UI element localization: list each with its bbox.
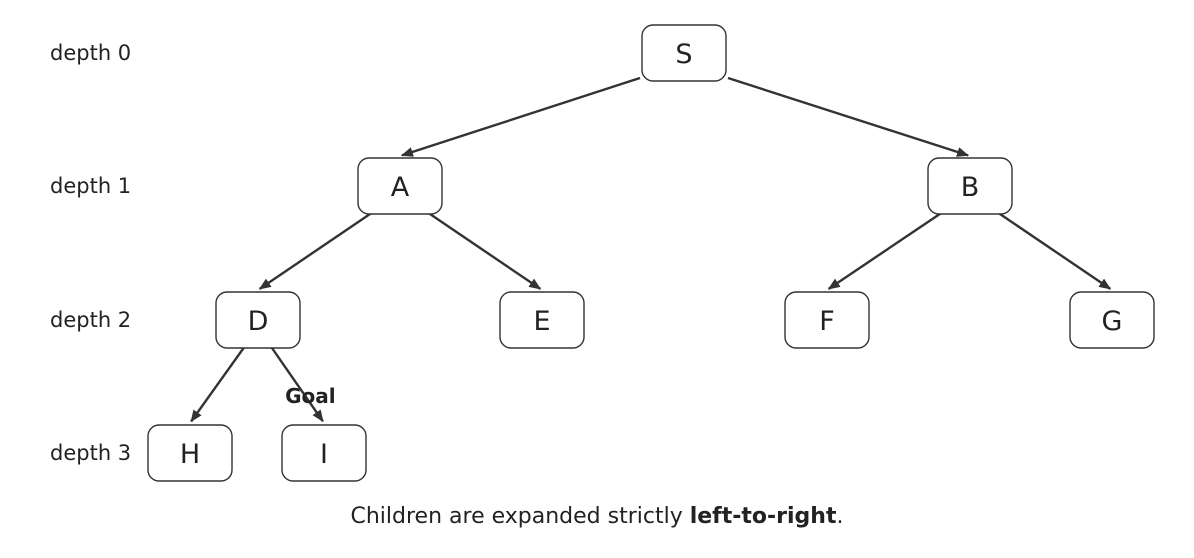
edge-A-E [424, 210, 542, 290]
depth-label-0: depth 0 [50, 41, 131, 65]
node-G: G [1069, 291, 1155, 349]
edge-B-G [994, 210, 1112, 290]
node-label-F: F [819, 306, 835, 337]
node-box-I [281, 424, 367, 482]
edge-S-B [727, 76, 970, 157]
node-box-G [1069, 291, 1155, 349]
depth-label-3: depth 3 [50, 441, 131, 465]
node-label-D: D [248, 306, 269, 337]
depth-label-2: depth 2 [50, 308, 131, 332]
edge-label-goal: Goal [285, 384, 336, 408]
node-box-F [784, 291, 870, 349]
edge-S-A [400, 76, 641, 157]
node-B: B [927, 157, 1013, 215]
node-A: A [357, 157, 443, 215]
edges: Goal [190, 76, 1112, 423]
edge-B-F [827, 210, 945, 290]
node-box-S [641, 24, 727, 82]
node-label-I: I [320, 439, 328, 470]
edge-D-H [190, 344, 247, 423]
caption-text-after: . [836, 504, 844, 529]
nodes: S A B D E F G H I [147, 24, 1155, 482]
node-H: H [147, 424, 233, 482]
caption-bold-text: left-to-right [689, 504, 837, 529]
node-label-G: G [1102, 306, 1123, 337]
node-E: E [499, 291, 585, 349]
node-box-B [927, 157, 1013, 215]
node-label-E: E [533, 306, 550, 337]
caption: Children are expanded strictly left-to-r… [0, 504, 1194, 529]
node-F: F [784, 291, 870, 349]
node-S: S [641, 24, 727, 82]
depth-labels: depth 0 depth 1 depth 2 depth 3 [50, 41, 131, 465]
depth-label-1: depth 1 [50, 174, 131, 198]
node-box-H [147, 424, 233, 482]
caption-text-before: Children are expanded strictly [350, 504, 690, 529]
node-label-H: H [180, 439, 200, 470]
edge-A-D [258, 210, 376, 290]
node-label-S: S [675, 39, 692, 70]
node-box-A [357, 157, 443, 215]
node-D: D [215, 291, 301, 349]
node-label-A: A [391, 172, 410, 203]
node-box-D [215, 291, 301, 349]
node-label-B: B [961, 172, 980, 203]
node-I: I [281, 424, 367, 482]
node-box-E [499, 291, 585, 349]
edge-D-I [268, 344, 324, 423]
